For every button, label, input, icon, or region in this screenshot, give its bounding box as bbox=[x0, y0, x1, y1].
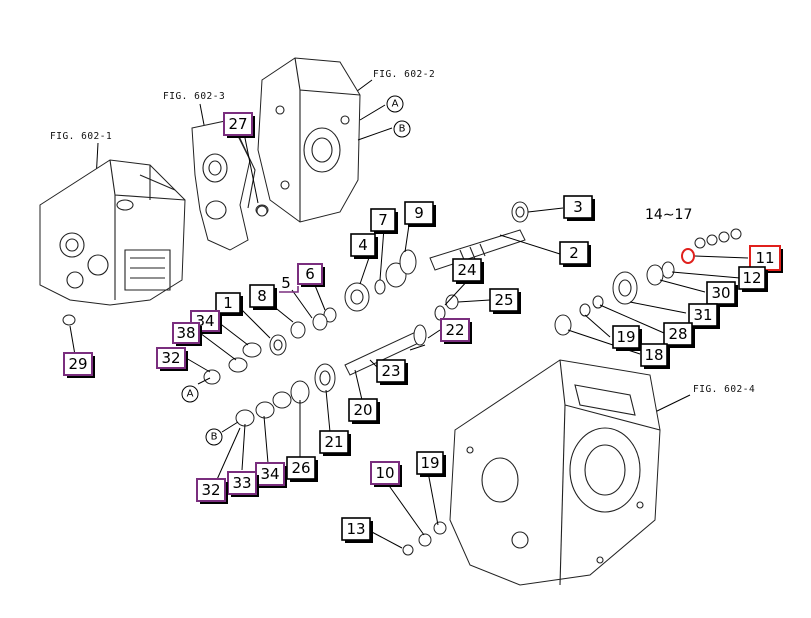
callout-33[interactable]: 33 bbox=[227, 471, 259, 497]
callout-9[interactable]: 9 bbox=[404, 201, 436, 227]
svg-text:25: 25 bbox=[494, 291, 513, 309]
housing-602-4 bbox=[449, 359, 661, 586]
svg-text:32: 32 bbox=[201, 481, 220, 499]
callout-32-upper[interactable]: 32 bbox=[156, 347, 188, 371]
connector-a-top bbox=[386, 95, 404, 113]
output-shaft bbox=[290, 294, 459, 404]
svg-text:10: 10 bbox=[375, 464, 394, 482]
svg-text:3: 3 bbox=[573, 198, 583, 216]
fig-ref-602-1: FIG. 602-1 bbox=[50, 131, 112, 142]
callout-23[interactable]: 23 bbox=[376, 359, 408, 385]
svg-text:28: 28 bbox=[668, 325, 687, 343]
plate-602-3 bbox=[191, 119, 269, 251]
callout-19-upper[interactable]: 19 bbox=[612, 325, 642, 351]
svg-text:33: 33 bbox=[232, 474, 251, 492]
svg-text:19: 19 bbox=[420, 454, 439, 472]
fig-ref-602-3: FIG. 602-3 bbox=[163, 91, 225, 102]
connector-a-lower-label: A bbox=[187, 389, 194, 400]
callout-7[interactable]: 7 bbox=[370, 208, 398, 234]
callout-26[interactable]: 26 bbox=[286, 456, 318, 482]
callout-5: 5 bbox=[281, 274, 291, 292]
callout-34-lower[interactable]: 34 bbox=[255, 462, 287, 488]
callout-18[interactable]: 18 bbox=[640, 343, 670, 369]
callout-19-lower[interactable]: 19 bbox=[416, 451, 446, 477]
fig-ref-602-2: FIG. 602-2 bbox=[373, 69, 435, 80]
svg-text:11: 11 bbox=[755, 249, 774, 267]
svg-text:7: 7 bbox=[378, 211, 388, 229]
svg-text:22: 22 bbox=[445, 321, 464, 339]
svg-text:12: 12 bbox=[742, 269, 761, 287]
callout-28[interactable]: 28 bbox=[663, 322, 695, 348]
callout-29[interactable]: 29 bbox=[63, 352, 95, 378]
callout-6[interactable]: 6 bbox=[297, 263, 325, 287]
callout-38[interactable]: 38 bbox=[172, 322, 202, 346]
svg-text:21: 21 bbox=[324, 433, 343, 451]
gear-set-upper bbox=[269, 249, 417, 356]
svg-text:26: 26 bbox=[291, 459, 310, 477]
svg-text:18: 18 bbox=[644, 346, 663, 364]
svg-text:13: 13 bbox=[346, 520, 365, 538]
connector-b-top-label: B bbox=[399, 124, 406, 135]
callout-25[interactable]: 25 bbox=[489, 288, 521, 314]
svg-text:19: 19 bbox=[616, 328, 635, 346]
callout-4[interactable]: 4 bbox=[350, 233, 378, 259]
callout-12[interactable]: 12 bbox=[738, 266, 768, 292]
callout-11[interactable]: 11 bbox=[749, 245, 783, 273]
washer-stack bbox=[62, 314, 292, 427]
callout-2[interactable]: 2 bbox=[559, 241, 591, 267]
svg-text:24: 24 bbox=[457, 261, 476, 279]
svg-text:23: 23 bbox=[381, 362, 400, 380]
svg-text:20: 20 bbox=[353, 401, 372, 419]
callout-13[interactable]: 13 bbox=[341, 517, 373, 543]
callout-32-lower[interactable]: 32 bbox=[196, 478, 228, 504]
svg-text:2: 2 bbox=[569, 244, 579, 262]
connector-b-lower-label: B bbox=[211, 432, 218, 443]
callout-3[interactable]: 3 bbox=[563, 195, 595, 221]
svg-text:8: 8 bbox=[257, 287, 267, 305]
callout-21[interactable]: 21 bbox=[319, 430, 351, 456]
svg-text:32: 32 bbox=[161, 349, 180, 367]
svg-text:30: 30 bbox=[711, 284, 730, 302]
svg-text:1: 1 bbox=[223, 294, 233, 312]
callout-20[interactable]: 20 bbox=[348, 398, 380, 424]
housing-602-1 bbox=[39, 159, 186, 306]
gear-set-right bbox=[554, 228, 742, 336]
leader-lines bbox=[69, 132, 749, 549]
callout-27[interactable]: 27 bbox=[223, 112, 255, 138]
svg-text:5: 5 bbox=[281, 274, 291, 292]
svg-text:27: 27 bbox=[228, 115, 247, 133]
connector-a-top-label: A bbox=[392, 99, 399, 110]
svg-text:9: 9 bbox=[414, 204, 424, 222]
svg-text:6: 6 bbox=[305, 265, 315, 283]
svg-text:34: 34 bbox=[260, 465, 279, 483]
callout-8[interactable]: 8 bbox=[249, 284, 277, 310]
callout-30[interactable]: 30 bbox=[706, 281, 738, 307]
svg-text:4: 4 bbox=[358, 236, 368, 254]
svg-text:34: 34 bbox=[195, 312, 214, 330]
connector-b-top bbox=[393, 120, 411, 138]
connector-b-lower bbox=[205, 428, 223, 446]
callout-22[interactable]: 22 bbox=[440, 318, 472, 344]
callout-31[interactable]: 31 bbox=[688, 303, 720, 329]
range-label: 14∼17 bbox=[645, 207, 692, 223]
connector-a-lower bbox=[181, 385, 199, 403]
callout-24[interactable]: 24 bbox=[452, 258, 484, 284]
svg-text:38: 38 bbox=[176, 324, 195, 342]
callout-1[interactable]: 1 bbox=[215, 292, 243, 316]
fig-ref-602-4: FIG. 602-4 bbox=[693, 384, 755, 395]
callout-10[interactable]: 10 bbox=[370, 461, 402, 487]
housing-602-2 bbox=[257, 57, 361, 223]
svg-text:31: 31 bbox=[693, 306, 712, 324]
svg-text:29: 29 bbox=[68, 355, 87, 373]
